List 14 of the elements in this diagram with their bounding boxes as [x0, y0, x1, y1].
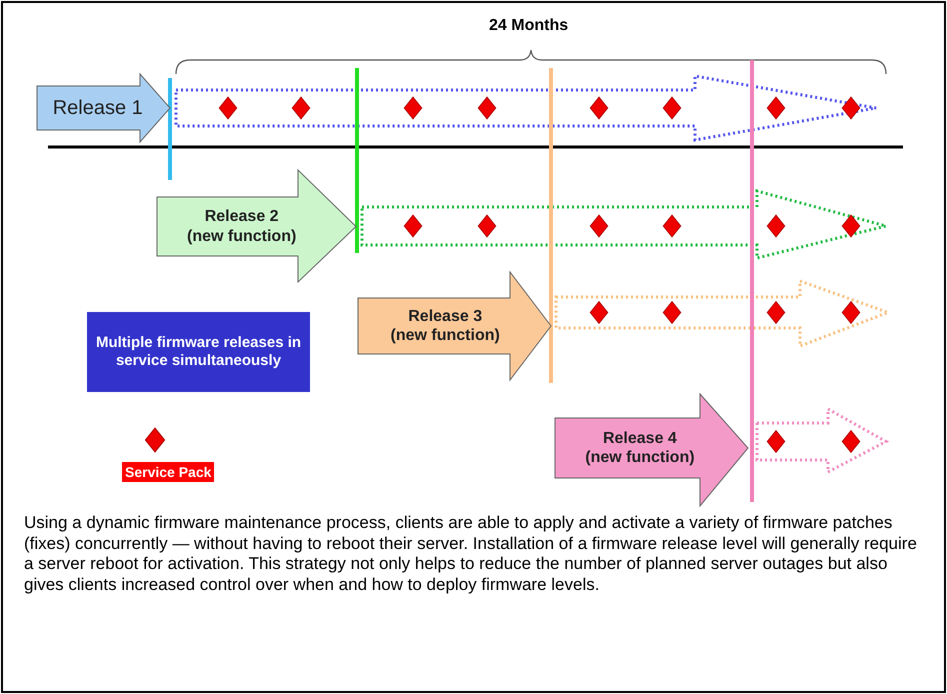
release-label: (new function) — [585, 448, 695, 468]
duration-label: 24 Months — [489, 17, 568, 35]
release-label: (new function) — [390, 326, 500, 346]
release-label: (new function) — [186, 226, 296, 246]
release-label: Release 1 — [52, 96, 143, 120]
service-period-arrow — [756, 406, 890, 474]
release-label: Release 3 — [408, 306, 482, 326]
release-label: Release 4 — [602, 428, 677, 448]
service-period-arrow — [174, 74, 878, 142]
release-label: Release 2 — [204, 207, 279, 226]
caption: Using a dynamic firmware maintenance process, clients are able to apply and activate a variety of firmware patches (fixes) concurrently — without having to reboot their server. Installation of a firmware release level will generally require a server reboot for activation. This strategy not only helps to reduce the number of planned server outages but also gives clients increased control over when and how to deploy firmware levels. — [24, 513, 918, 596]
legend-label: Service Pack — [122, 462, 214, 482]
note-box — [87, 312, 310, 392]
note-text: Multiple firmware releases in service simultaneously — [94, 333, 302, 371]
